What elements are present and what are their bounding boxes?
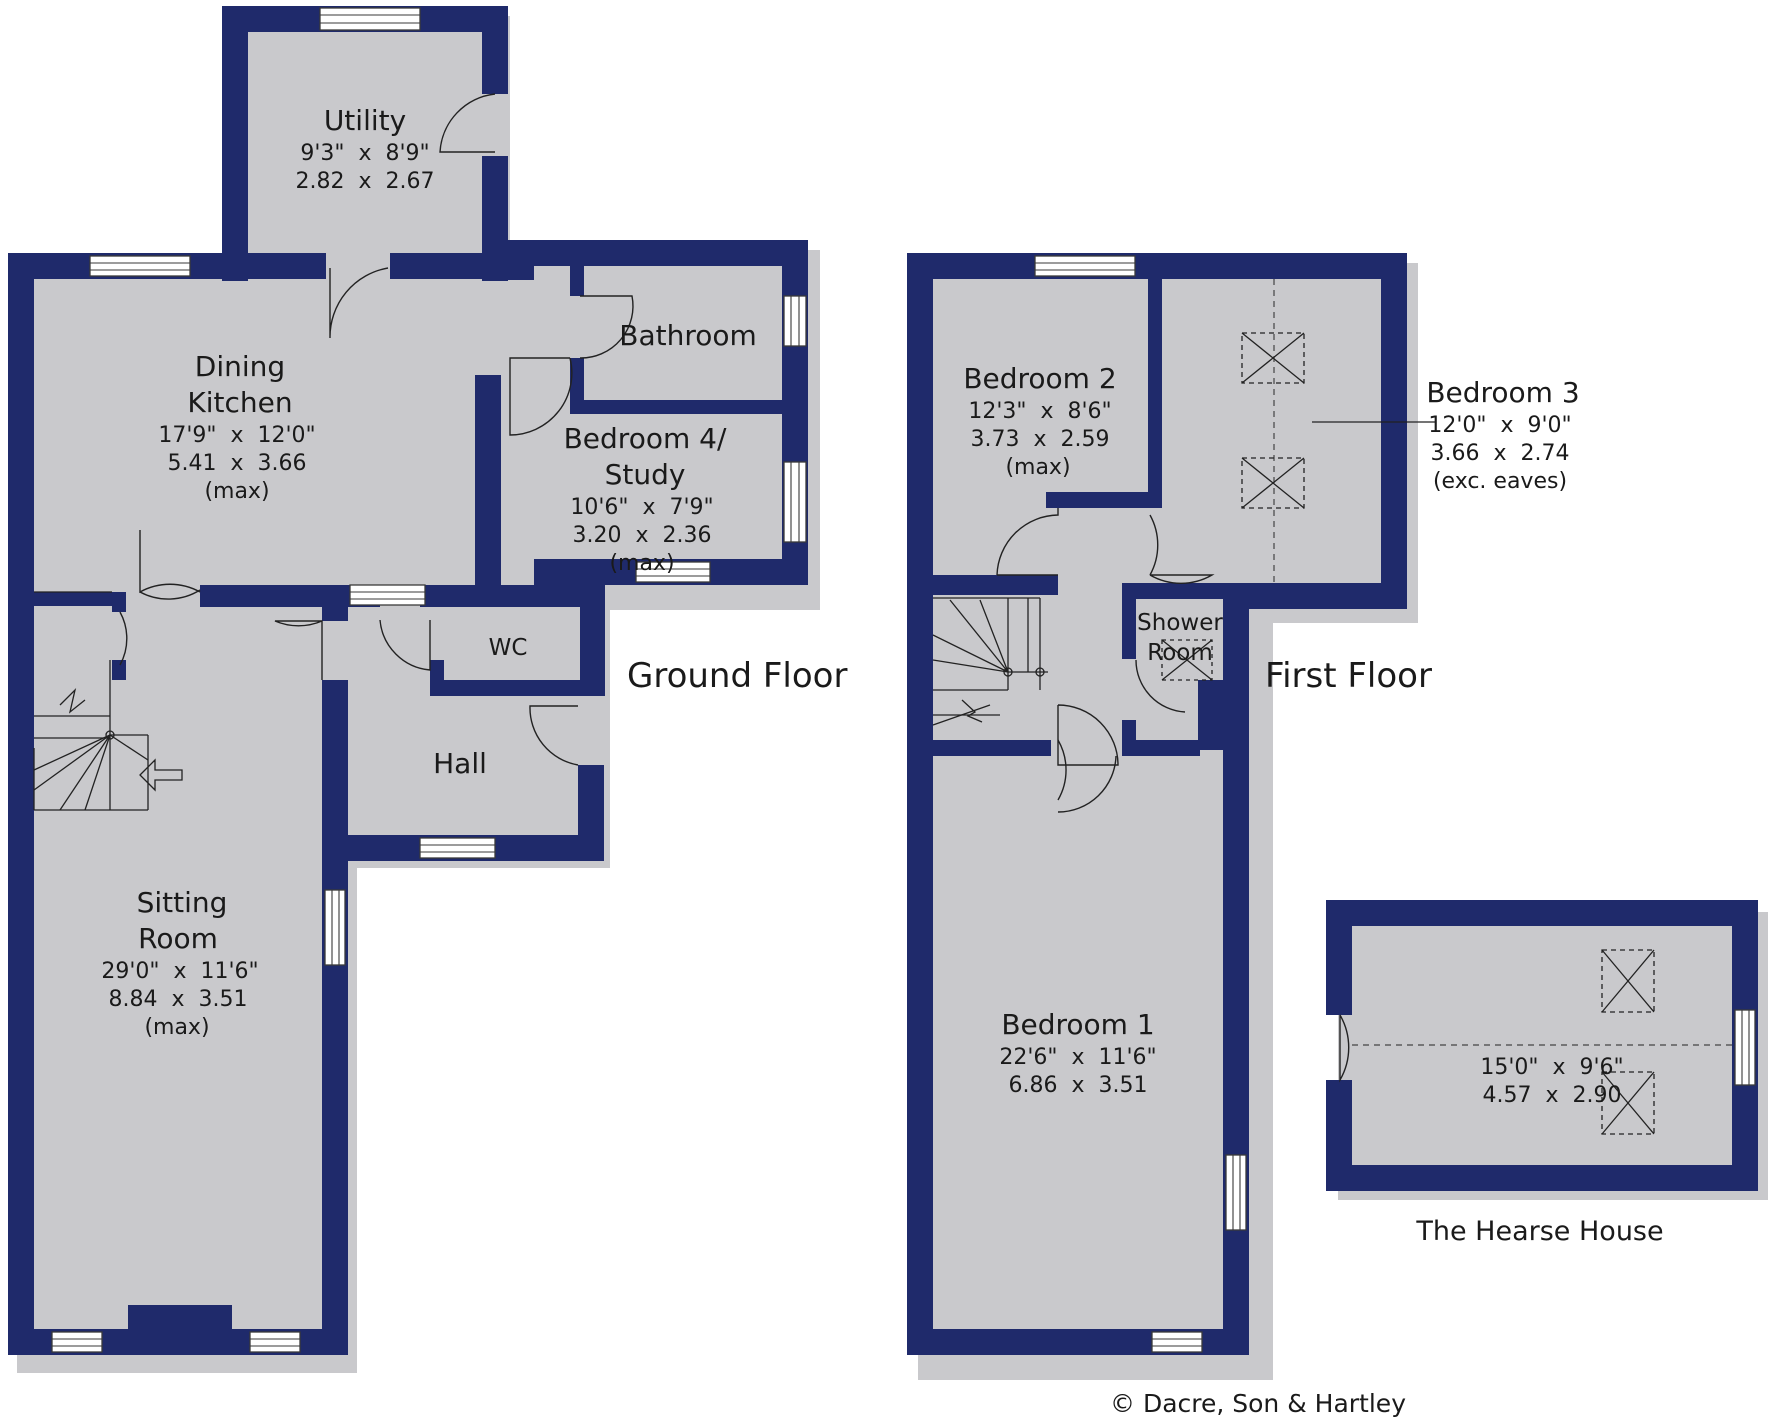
bedroom2-imperial: 12'3" x 8'6" — [968, 399, 1111, 424]
ground-floor-doors — [119, 93, 634, 766]
bedroom2-metric: 3.73 x 2.59 — [971, 427, 1110, 452]
copyright-notice: © Dacre, Son & Hartley — [1110, 1389, 1406, 1417]
dining-kitchen-note: (max) — [204, 479, 269, 504]
ground-floor-stairs — [33, 660, 183, 811]
ground-floor-title: Ground Floor — [627, 656, 847, 696]
bedroom3-name: Bedroom 3 — [1426, 376, 1579, 409]
bedroom3-imperial: 12'0" x 9'0" — [1428, 413, 1571, 438]
hearse-house-shadow — [1338, 912, 1768, 1200]
bedroom3-note: (exc. eaves) — [1433, 469, 1567, 494]
dining-kitchen-name-line2: Kitchen — [187, 386, 292, 419]
sitting-room-imperial: 29'0" x 11'6" — [101, 959, 258, 984]
hearse-house-title: The Hearse House — [1415, 1216, 1663, 1247]
first-floor-windows — [1034, 255, 1247, 1353]
bedroom3-metric: 3.66 x 2.74 — [1431, 441, 1570, 466]
utility-metric: 2.82 x 2.67 — [296, 169, 435, 194]
sitting-room-metric: 8.84 x 3.51 — [109, 987, 248, 1012]
ground-floor-shadow — [17, 16, 820, 1373]
first-floor-doors — [996, 508, 1215, 813]
first-floor-labels: Bedroom 2 12'3" x 8'6" 3.73 x 2.59 (max)… — [963, 362, 1579, 1098]
bedroom4-metric: 3.20 x 2.36 — [573, 523, 712, 548]
hearse-house-door — [1339, 1014, 1350, 1083]
bedroom4-imperial: 10'6" x 7'9" — [570, 495, 713, 520]
bedroom1-name: Bedroom 1 — [1001, 1008, 1154, 1041]
bathroom-name: Bathroom — [619, 319, 757, 352]
ground-floor-labels: Utility 9'3" x 8'9" 2.82 x 2.67 Dining K… — [101, 104, 847, 1040]
bedroom4-name-line1: Bedroom 4/ — [564, 422, 727, 455]
bedroom1-imperial: 22'6" x 11'6" — [999, 1045, 1156, 1070]
dining-kitchen-imperial: 17'9" x 12'0" — [158, 423, 315, 448]
first-floor-stairs — [932, 597, 1048, 726]
ground-floor-plan — [8, 6, 820, 1373]
shower-room-name-line2: Room — [1147, 640, 1213, 666]
sitting-room-note: (max) — [144, 1015, 209, 1040]
bedroom2-name: Bedroom 2 — [963, 362, 1116, 395]
first-floor-velux — [1161, 279, 1435, 681]
first-floor-plan — [907, 253, 1435, 1380]
hearse-house-window — [1734, 1009, 1756, 1086]
dining-kitchen-metric: 5.41 x 3.66 — [168, 451, 307, 476]
bedroom1-metric: 6.86 x 3.51 — [1009, 1073, 1148, 1098]
sitting-room-name-line1: Sitting — [137, 886, 228, 919]
utility-name: Utility — [324, 104, 406, 137]
ground-floor-windows — [51, 7, 807, 1353]
hall-name: Hall — [433, 747, 487, 780]
hearse-house-metric: 4.57 x 2.90 — [1483, 1083, 1622, 1108]
bedroom4-name-line2: Study — [605, 458, 686, 491]
utility-imperial: 9'3" x 8'9" — [300, 141, 429, 166]
wc-name: WC — [489, 635, 528, 661]
bedroom2-note: (max) — [1005, 455, 1070, 480]
dining-kitchen-name-line1: Dining — [195, 350, 285, 383]
sitting-room-name-line2: Room — [138, 922, 218, 955]
shower-room-name-line1: Shower — [1137, 610, 1223, 636]
hearse-house-plan: 15'0" x 9'6" 4.57 x 2.90 The Hearse Hous… — [1326, 900, 1768, 1247]
bedroom4-note: (max) — [609, 551, 674, 576]
first-floor-title: First Floor — [1265, 656, 1432, 696]
hearse-house-imperial: 15'0" x 9'6" — [1480, 1055, 1623, 1080]
